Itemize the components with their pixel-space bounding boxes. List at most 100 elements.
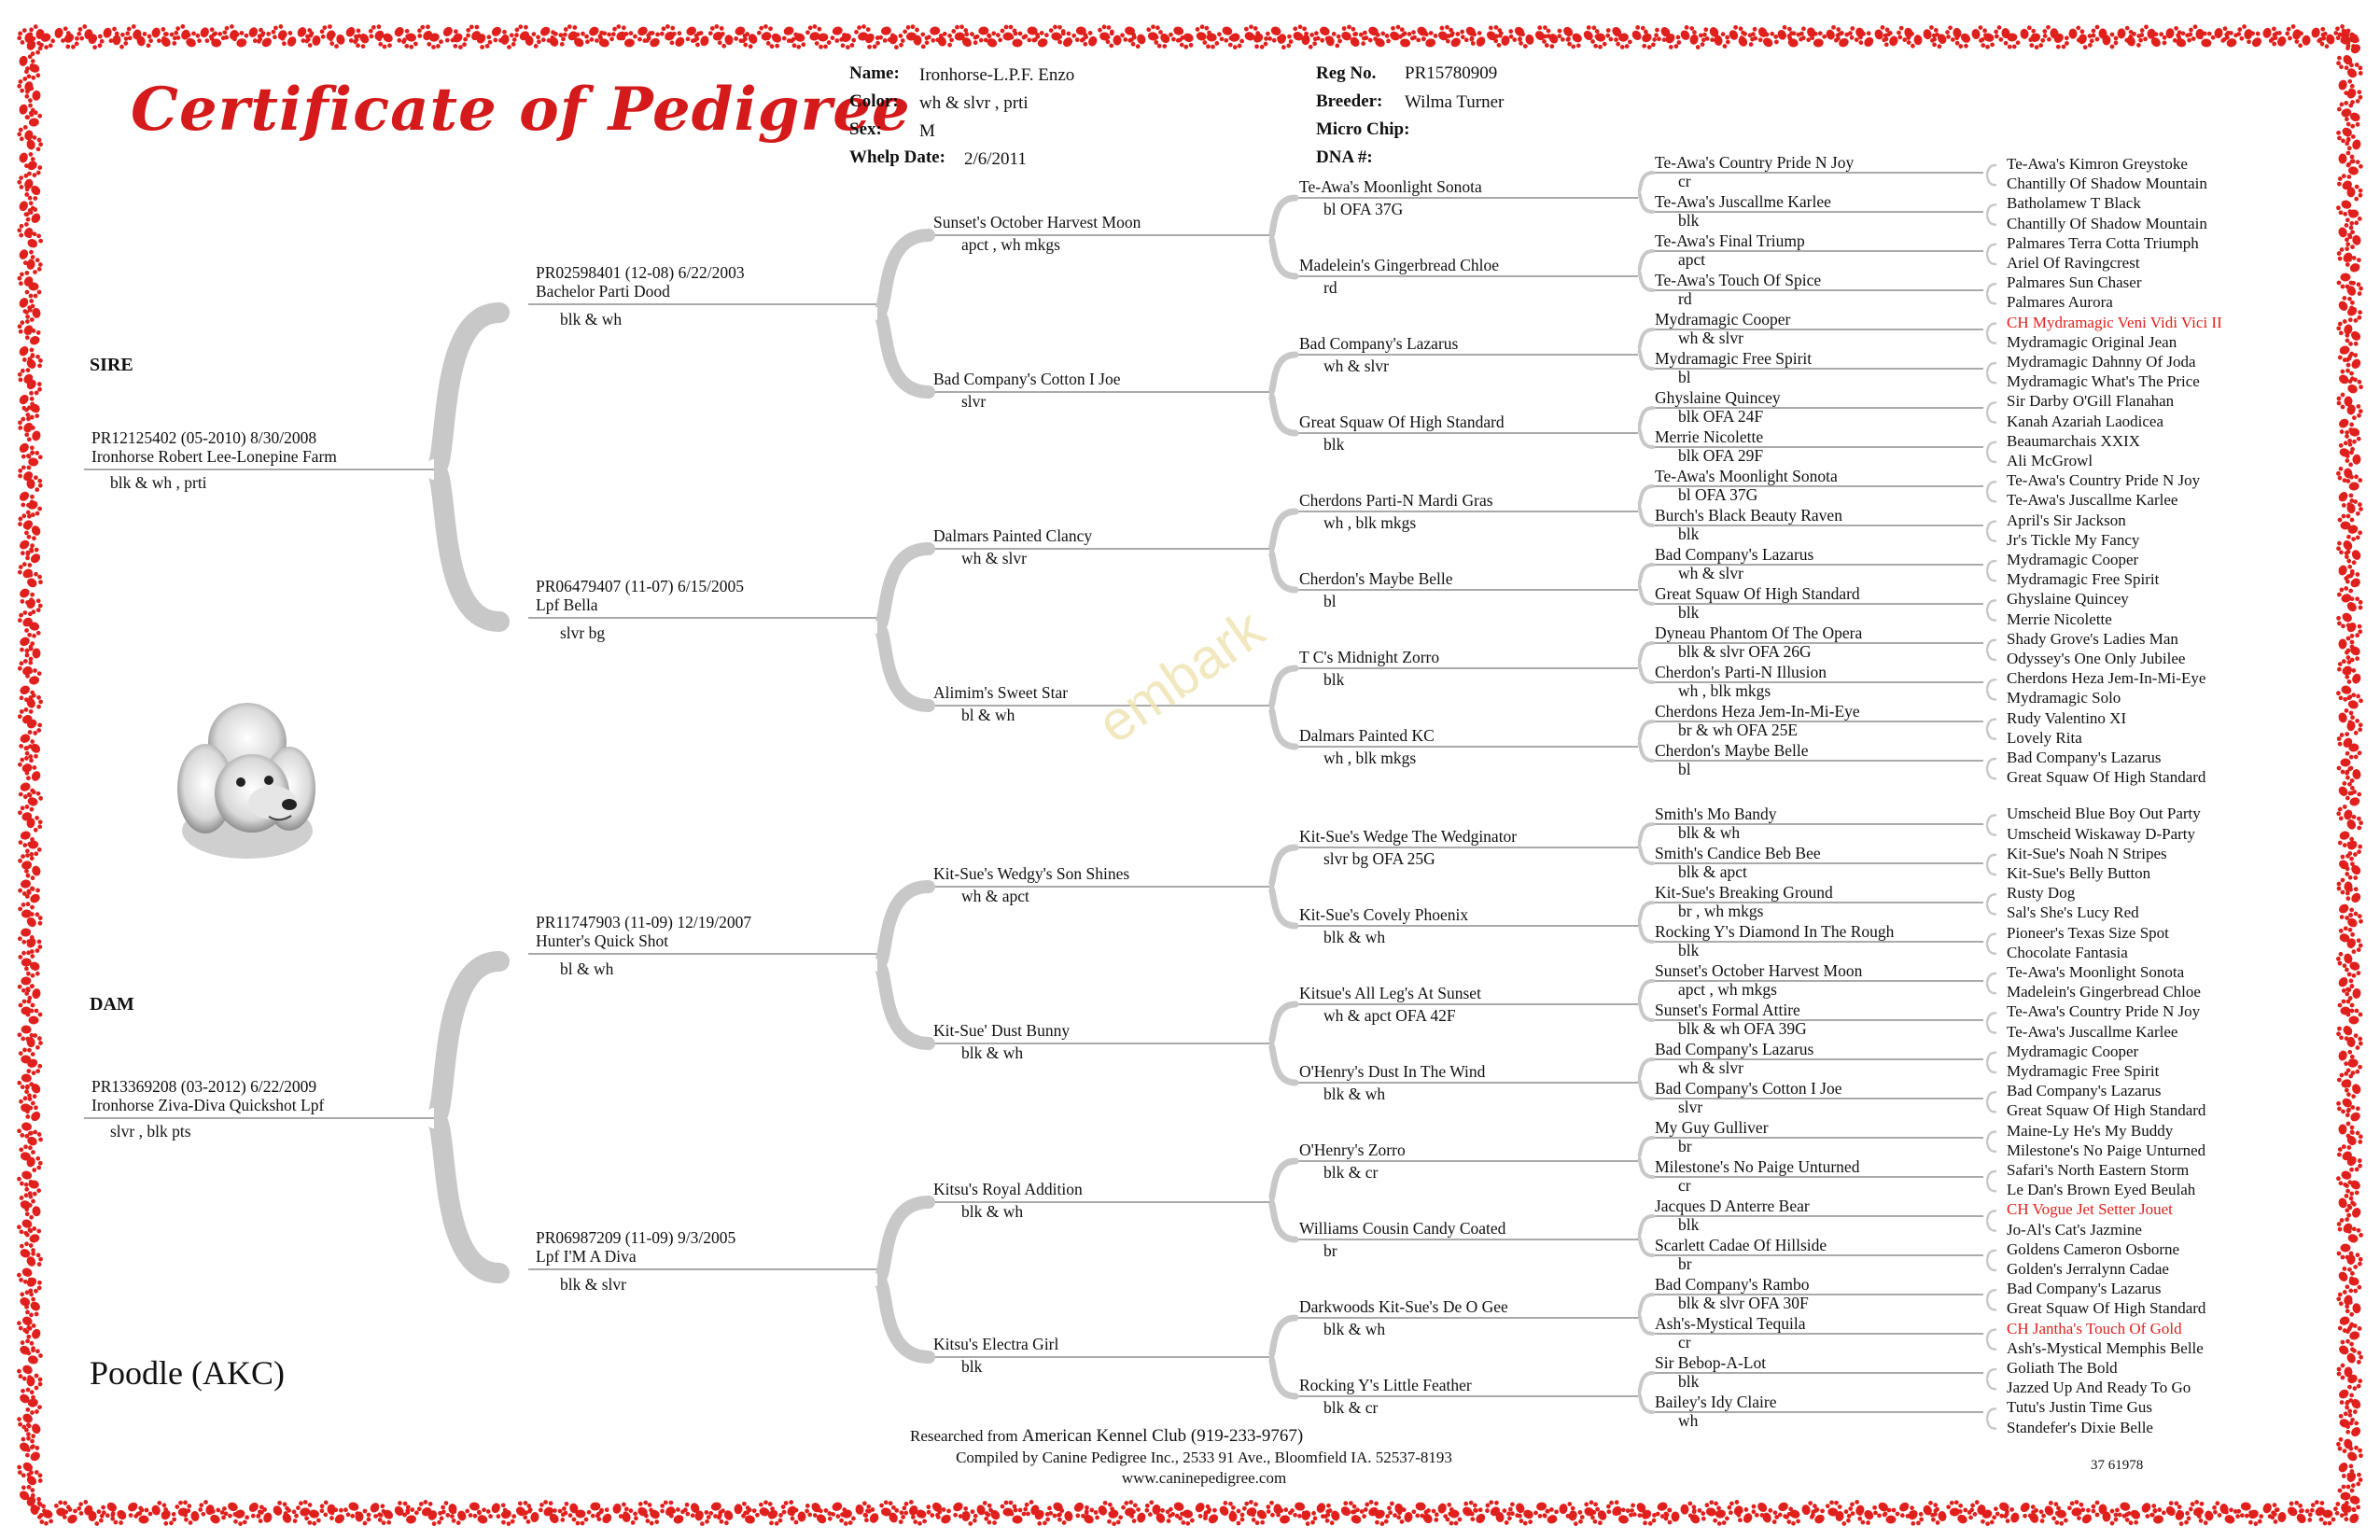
paw-print-icon	[2347, 306, 2362, 323]
paw-print-icon	[17, 319, 34, 335]
paw-print-icon	[1665, 34, 1682, 49]
paw-print-icon	[2336, 1217, 2353, 1233]
paw-print-icon	[1155, 1507, 1172, 1523]
gen3-name: Kit-Sue's Wedgy's Son Shines	[933, 864, 1130, 883]
paw-print-icon	[1630, 1503, 1646, 1519]
paw-print-icon	[1908, 1509, 1925, 1526]
paw-print-icon	[2336, 101, 2354, 118]
paw-print-icon	[1350, 1507, 1367, 1524]
paw-print-icon	[2346, 938, 2363, 955]
paw-print-icon	[161, 32, 177, 48]
paw-print-icon	[1251, 1509, 1267, 1526]
paw-print-icon	[1203, 1507, 1219, 1524]
paw-print-icon	[2091, 1500, 2107, 1518]
paw-print-icon	[24, 1226, 42, 1243]
researched-from: Researched from American Kennel Club (91…	[910, 1426, 1638, 1447]
gen3-color: bl & wh	[961, 706, 1015, 724]
gen4-color: wh , blk mkgs	[1323, 513, 1417, 532]
paw-print-icon	[2337, 831, 2355, 847]
paw-print-icon	[297, 27, 314, 43]
paw-print-icon	[2346, 159, 2363, 175]
gen1-name: Ironhorse Ziva-Diva Quickshot Lpf	[91, 1096, 325, 1114]
paw-print-icon	[2347, 1374, 2363, 1391]
paw-print-icon	[18, 513, 34, 530]
paw-print-icon	[2077, 1507, 2093, 1524]
dam-label: DAM	[90, 994, 134, 1015]
gen6-name: Chantilly Of Shadow Mountain	[2007, 175, 2207, 193]
paw-print-icon	[319, 1500, 336, 1518]
paw-print-icon	[2338, 1411, 2355, 1428]
paw-print-icon	[926, 1502, 943, 1518]
paw-print-icon	[1702, 27, 1719, 43]
paw-print-icon	[18, 416, 34, 433]
paw-print-icon	[2175, 1510, 2191, 1526]
paw-print-icon	[1469, 31, 1486, 47]
paw-print-icon	[2346, 1348, 2364, 1365]
paw-print-icon	[1809, 1507, 1825, 1524]
paw-print-icon	[2165, 25, 2182, 43]
paw-print-icon	[2345, 134, 2361, 151]
paw-print-icon	[2345, 667, 2361, 684]
gen6-name: Ash's-Mystical Memphis Belle	[2007, 1338, 2204, 1357]
paw-print-icon	[2270, 30, 2287, 47]
paw-print-icon	[2345, 330, 2361, 346]
paw-print-icon	[1169, 26, 1185, 43]
paw-print-icon	[2270, 1507, 2287, 1524]
paw-print-icon	[26, 1373, 43, 1391]
gen2-color: blk & wh	[560, 310, 623, 329]
gen4-name: Dalmars Painted KC	[1299, 726, 1435, 745]
gen5-color: wh	[1678, 1411, 1699, 1430]
paw-print-icon	[1810, 31, 1827, 48]
paw-print-icon	[19, 491, 35, 508]
gen5-color: blk	[1678, 1215, 1700, 1234]
gen4-name: Te-Awa's Moonlight Sonota	[1299, 177, 1482, 196]
certificate-title: Certificate of Pedigree	[131, 75, 911, 145]
paw-print-icon	[19, 201, 35, 217]
paw-print-icon	[2336, 319, 2353, 336]
paw-print-icon	[500, 33, 517, 49]
gen6-name: Batholamew T Black	[2007, 194, 2141, 213]
gen4-name: Rocking Y's Little Feather	[1299, 1376, 1472, 1394]
paw-print-icon	[2347, 377, 2363, 394]
paw-print-icon	[637, 1500, 653, 1517]
paw-print-icon	[1689, 33, 1706, 49]
paw-print-icon	[2336, 586, 2354, 603]
gen2-reg: PR02598401 (12-08) 6/22/2003	[536, 263, 745, 282]
paw-print-icon	[1680, 24, 1697, 40]
paw-print-icon	[476, 1507, 494, 1524]
paw-print-icon	[2196, 1509, 2214, 1526]
paw-print-icon	[24, 1084, 41, 1099]
paw-print-icon	[25, 668, 42, 685]
gen5-color: br & wh OFA 25E	[1678, 721, 1799, 739]
gen6-champion-name: CH Mydramagic Veni Vidi Vici II	[2007, 313, 2222, 331]
paw-print-icon	[840, 33, 857, 50]
gen4-color: slvr bg OFA 25G	[1323, 849, 1435, 868]
paw-print-icon	[935, 1507, 951, 1524]
breeder: Wilma Turner	[1405, 92, 1505, 112]
gen5-name: Merrie Nicolette	[1655, 427, 1764, 446]
gen5-color: wh , blk mkgs	[1678, 681, 1771, 700]
paw-print-icon	[186, 31, 202, 48]
paw-print-icon	[26, 1470, 43, 1486]
paw-print-icon	[2345, 743, 2362, 760]
paw-print-icon	[2346, 693, 2363, 709]
paw-print-icon	[2338, 1266, 2355, 1281]
paw-print-icon	[25, 450, 43, 467]
gen2-name: Bachelor Parti Dood	[536, 282, 670, 301]
paw-print-icon	[1534, 25, 1551, 41]
paw-print-icon	[2338, 780, 2355, 796]
paw-print-icon	[273, 1500, 289, 1516]
paw-print-icon	[2345, 887, 2361, 903]
paw-print-icon	[1542, 1506, 1559, 1524]
paw-print-icon	[1105, 31, 1122, 49]
gen5-color: blk	[1678, 603, 1700, 622]
paw-print-icon	[26, 134, 43, 152]
paw-print-icon	[902, 1499, 918, 1516]
paw-print-icon	[1445, 31, 1461, 48]
paw-print-icon	[26, 353, 43, 369]
paw-print-icon	[597, 31, 614, 48]
certificate-code: 37 61978	[2091, 1458, 2144, 1473]
researched-prefix: Researched from	[910, 1427, 1018, 1445]
paw-print-icon	[27, 231, 44, 248]
paw-print-icon	[2338, 441, 2355, 457]
